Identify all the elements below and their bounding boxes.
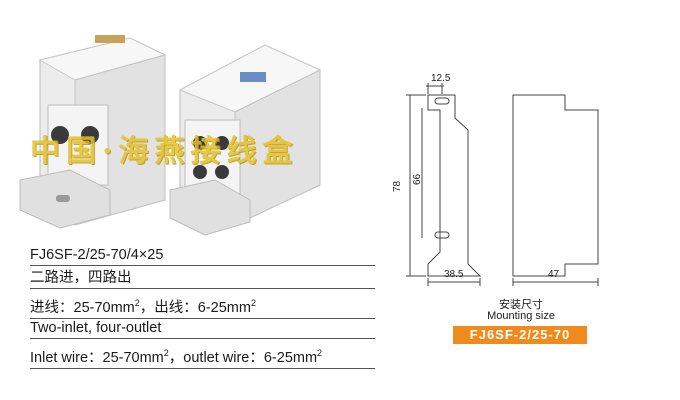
mounting-drawing: 12.5 78 66 38.5 47	[392, 73, 599, 286]
caption-en: Mounting size	[487, 310, 555, 322]
spec-cn-wire: 进线：25-70mm2，出线：6-25mm2	[30, 293, 375, 319]
model-badge: FJ6SF-2/25-70	[453, 326, 587, 344]
spec-en-wire: Inlet wire：25-70mm2，outlet wire：6-25mm2	[30, 343, 375, 369]
caption-cn: 安装尺寸	[499, 299, 543, 311]
spec-cn-type: 二路进，四路出	[30, 268, 375, 289]
spec-en-type: Two-inlet, four-outlet	[30, 318, 375, 339]
slot-bottom	[434, 231, 450, 239]
watermark-text: 中国·海燕接线盒	[30, 134, 299, 169]
slot-top	[434, 97, 450, 105]
terminal-box-right	[169, 44, 322, 236]
side-view-outline	[512, 94, 599, 277]
dim-inner-label: 66	[412, 173, 423, 185]
product-photo	[19, 35, 322, 236]
dim-front-width-label: 38.5	[444, 269, 464, 280]
spec-model: FJ6SF-2/25-70/4×25	[30, 245, 375, 266]
dim-side-width-label: 47	[548, 269, 560, 280]
dim-top-label: 12.5	[431, 73, 451, 84]
dim-height-label: 78	[392, 180, 403, 192]
terminal-box-left	[19, 35, 167, 229]
front-view-outline	[427, 94, 482, 277]
